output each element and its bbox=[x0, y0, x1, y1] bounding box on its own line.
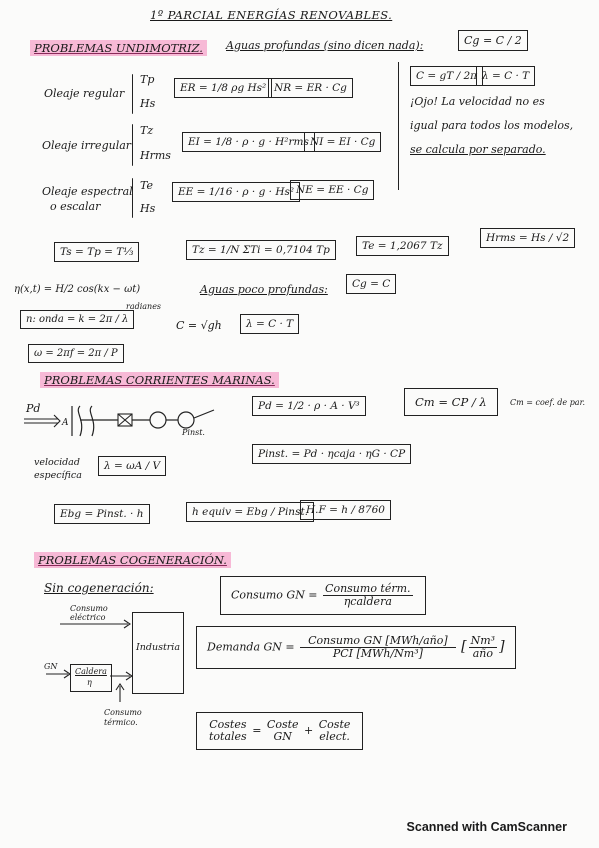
note-line-3: se calcula por separado. bbox=[410, 143, 546, 156]
formula-cg-c: Cg = C bbox=[346, 274, 397, 294]
label-oleaje-espectral: Oleaje espectral bbox=[42, 185, 133, 198]
label-velocidad: velocidad bbox=[34, 457, 80, 468]
formula-e-espectral: EE = 1/16 · ρ · g · Hs² bbox=[172, 182, 301, 202]
costes-lhs: Costes totales bbox=[209, 718, 247, 744]
label-gn: GN bbox=[44, 662, 58, 671]
formula-h-equiv: h equiv = Ebg / Pinst. bbox=[186, 502, 315, 522]
note-line-2: igual para todos los modelos, bbox=[410, 119, 574, 132]
label-oleaje-irregular: Oleaje irregular bbox=[42, 139, 132, 152]
consumo-gn-den: ηcaldera bbox=[343, 595, 392, 609]
formula-ebg: Ebg = Pinst. · h bbox=[54, 504, 150, 524]
demanda-fraction: Consumo GN [MWh/año] PCI [MWh/Nm³] bbox=[300, 634, 456, 661]
label-pd: Pd bbox=[26, 402, 41, 415]
formula-demanda-gn: Demanda GN = Consumo GN [MWh/año] PCI [M… bbox=[196, 626, 516, 670]
formula-ts: Ts = Tp = T⅓ bbox=[54, 242, 140, 262]
brace-regular bbox=[132, 74, 133, 114]
formula-n-regular: NR = ER · Cg bbox=[268, 78, 353, 98]
costes-t1-1: Coste bbox=[266, 718, 299, 731]
equals-sign: = bbox=[252, 724, 262, 738]
var-hs-espectral: Hs bbox=[140, 202, 156, 215]
var-hrms: Hrms bbox=[140, 149, 171, 162]
formula-n-irregular: NI = EI · Cg bbox=[304, 132, 382, 152]
formula-hrms: Hrms = Hs / √2 bbox=[480, 228, 576, 248]
label-consumo-electrico-1: Consumo bbox=[70, 604, 108, 613]
label-aguas-profundas: Aguas profundas (sino dicen nada): bbox=[226, 39, 424, 52]
label-oleaje-regular: Oleaje regular bbox=[44, 87, 125, 100]
consumo-gn-lhs: Consumo GN = bbox=[231, 588, 318, 602]
demanda-lhs: Demanda GN = bbox=[207, 640, 295, 654]
label-aguas-poco-profundas: Aguas poco profundas: bbox=[200, 283, 328, 296]
costes-lhs-2: totales bbox=[209, 730, 247, 744]
formula-omega: ω = 2πf = 2π / P bbox=[28, 344, 124, 363]
label-sin-cogeneracion: Sin cogeneración: bbox=[44, 581, 154, 595]
formula-consumo-gn: Consumo GN = Consumo térm. ηcaldera bbox=[220, 576, 426, 616]
formula-pinst: Pinst. = Pd · ηcaja · ηG · CP bbox=[252, 444, 412, 464]
bracket-open: [ bbox=[461, 638, 467, 655]
consumo-gn-fraction: Consumo térm. ηcaldera bbox=[323, 582, 413, 609]
demanda-num: Consumo GN [MWh/año] bbox=[300, 634, 456, 649]
demanda-units-den: año bbox=[472, 647, 493, 661]
formula-tz: Tz = 1/N ΣTi = 0,7104 Tp bbox=[186, 240, 336, 260]
demanda-den: PCI [MWh/Nm³] bbox=[332, 647, 423, 661]
formula-pd: Pd = 1/2 · ρ · A · V³ bbox=[252, 396, 366, 416]
formula-e-regular: ER = 1/8 ρg Hs² bbox=[174, 78, 273, 98]
label-eta: η bbox=[87, 678, 92, 687]
brace-espectral bbox=[132, 178, 133, 218]
label-especifica: específica bbox=[34, 470, 82, 481]
brace-irregular bbox=[132, 124, 133, 166]
label-consumo-termico-2: térmico. bbox=[104, 718, 138, 727]
formula-e-irregular: EI = 1/8 · ρ · g · H²rms bbox=[182, 132, 315, 152]
costes-t1-2: GN bbox=[273, 730, 292, 744]
plus-sign: + bbox=[304, 724, 314, 738]
label-cm-note: Cm = coef. de par. bbox=[510, 398, 586, 407]
formula-lambda-tsr: λ = ωA / V bbox=[98, 456, 167, 476]
label-caldera: Caldera bbox=[75, 667, 107, 676]
var-tz: Tz bbox=[140, 124, 154, 137]
heading-cogeneracion: PROBLEMAS COGENERACIÓN. bbox=[34, 552, 231, 568]
consumo-gn-num: Consumo térm. bbox=[323, 582, 413, 597]
label-pinst-diagram: Pinst. bbox=[182, 428, 205, 437]
caldera-box: Caldera η bbox=[70, 664, 112, 692]
costes-t2-2: elect. bbox=[319, 730, 350, 744]
label-a: A bbox=[62, 418, 69, 428]
formula-costes-totales: Costes totales = Coste GN + Coste elect. bbox=[196, 712, 364, 751]
camscanner-watermark: Scanned with CamScanner bbox=[406, 820, 567, 834]
label-o-escalar: o escalar bbox=[50, 200, 101, 213]
page-title: 1º PARCIAL ENERGÍAS RENOVABLES. bbox=[150, 8, 393, 22]
divider-line bbox=[398, 62, 399, 190]
costes-lhs-1: Costes bbox=[209, 718, 247, 731]
var-tp: Tp bbox=[140, 73, 155, 86]
formula-eta: η(x,t) = H/2 cos(kx − ωt) bbox=[14, 284, 141, 295]
costes-t2-1: Coste bbox=[318, 718, 351, 731]
demanda-units-num: Nm³ bbox=[468, 634, 498, 649]
costes-term-elect: Coste elect. bbox=[318, 718, 351, 744]
label-industria: Industria bbox=[136, 642, 181, 653]
formula-k: n: onda = k = 2π / λ bbox=[20, 310, 135, 329]
var-te: Te bbox=[140, 179, 153, 192]
bracket-close: ] bbox=[499, 638, 505, 655]
heading-corrientes: PROBLEMAS CORRIENTES MARINAS. bbox=[40, 372, 279, 388]
demanda-units: Nm³ año bbox=[468, 634, 498, 661]
note-line-1: ¡Ojo! La velocidad no es bbox=[410, 95, 545, 108]
formula-lambda: λ = C · T bbox=[476, 66, 536, 86]
formula-c: C = gT / 2π bbox=[410, 66, 484, 86]
var-hs: Hs bbox=[140, 97, 156, 110]
label-radianes: radianes bbox=[126, 302, 162, 311]
industria-box: Industria bbox=[132, 612, 184, 694]
formula-te: Te = 1,2067 Tz bbox=[356, 236, 449, 256]
formula-n-espectral: NE = EE · Cg bbox=[290, 180, 375, 200]
label-consumo-termico-1: Consumo bbox=[104, 708, 142, 717]
formula-hf: H.F = h / 8760 bbox=[300, 500, 391, 520]
formula-cg: Cg = C / 2 bbox=[458, 30, 528, 51]
label-consumo-electrico-2: eléctrico bbox=[70, 613, 106, 622]
formula-lambda-2: λ = C · T bbox=[240, 314, 300, 334]
heading-undimotriz: PROBLEMAS UNDIMOTRIZ. bbox=[30, 40, 207, 56]
costes-term-gn: Coste GN bbox=[266, 718, 299, 744]
formula-c-sqrt: C = √gh bbox=[176, 319, 222, 332]
formula-cm: Cm = CP / λ bbox=[404, 388, 498, 416]
